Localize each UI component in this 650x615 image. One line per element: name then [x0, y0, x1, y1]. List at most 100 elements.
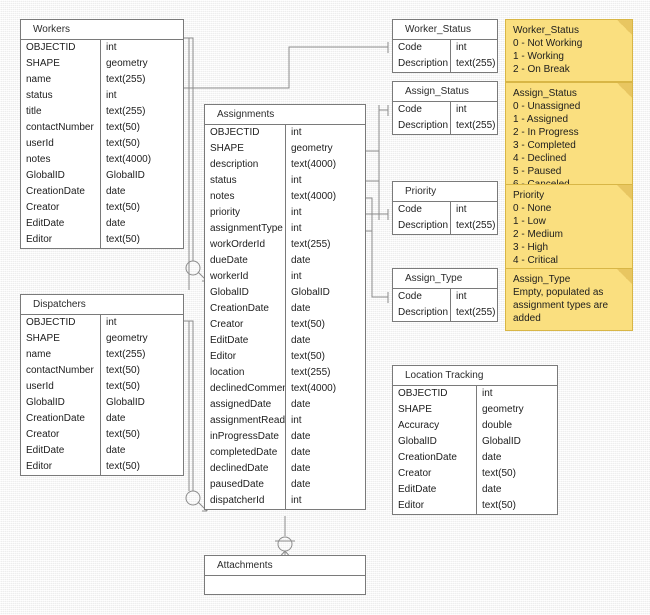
field-name: dueDate — [205, 253, 286, 269]
field-type: text(50) — [106, 381, 140, 392]
field-name: contactNumber — [21, 363, 101, 379]
note-assign-status[interactable]: Assign_Status 0 - Unassigned 1 - Assigne… — [505, 82, 633, 197]
entity-fields — [205, 576, 365, 594]
entity-attachments[interactable]: Attachments — [204, 555, 366, 595]
note-assign-type[interactable]: Assign_Type Empty, populated as assignme… — [505, 268, 633, 331]
field-name: notes — [205, 189, 286, 205]
field-name: status — [21, 88, 101, 104]
field-type: date — [106, 186, 126, 197]
field-type: text(50) — [106, 202, 140, 213]
field-name: GlobalID — [205, 285, 286, 301]
note-worker-status[interactable]: Worker_Status 0 - Not Working 1 - Workin… — [505, 19, 633, 82]
field-name: Creator — [21, 427, 101, 443]
field-name: SHAPE — [205, 141, 286, 157]
field-type: date — [291, 431, 311, 442]
field-type: text(255) — [291, 367, 331, 378]
field-type: date — [291, 335, 311, 346]
field-name: OBJECTID — [21, 315, 101, 331]
cardinality-zero-attachments — [277, 536, 293, 552]
field-name: Editor — [205, 349, 286, 365]
field-name: pausedDate — [205, 477, 286, 493]
note-priority[interactable]: Priority 0 - None 1 - Low 2 - Medium 3 -… — [505, 184, 633, 273]
field-type: text(255) — [456, 220, 496, 231]
note-fold-corner-icon — [617, 268, 633, 284]
field-name: SHAPE — [393, 402, 477, 418]
field-name: GlobalID — [21, 395, 101, 411]
